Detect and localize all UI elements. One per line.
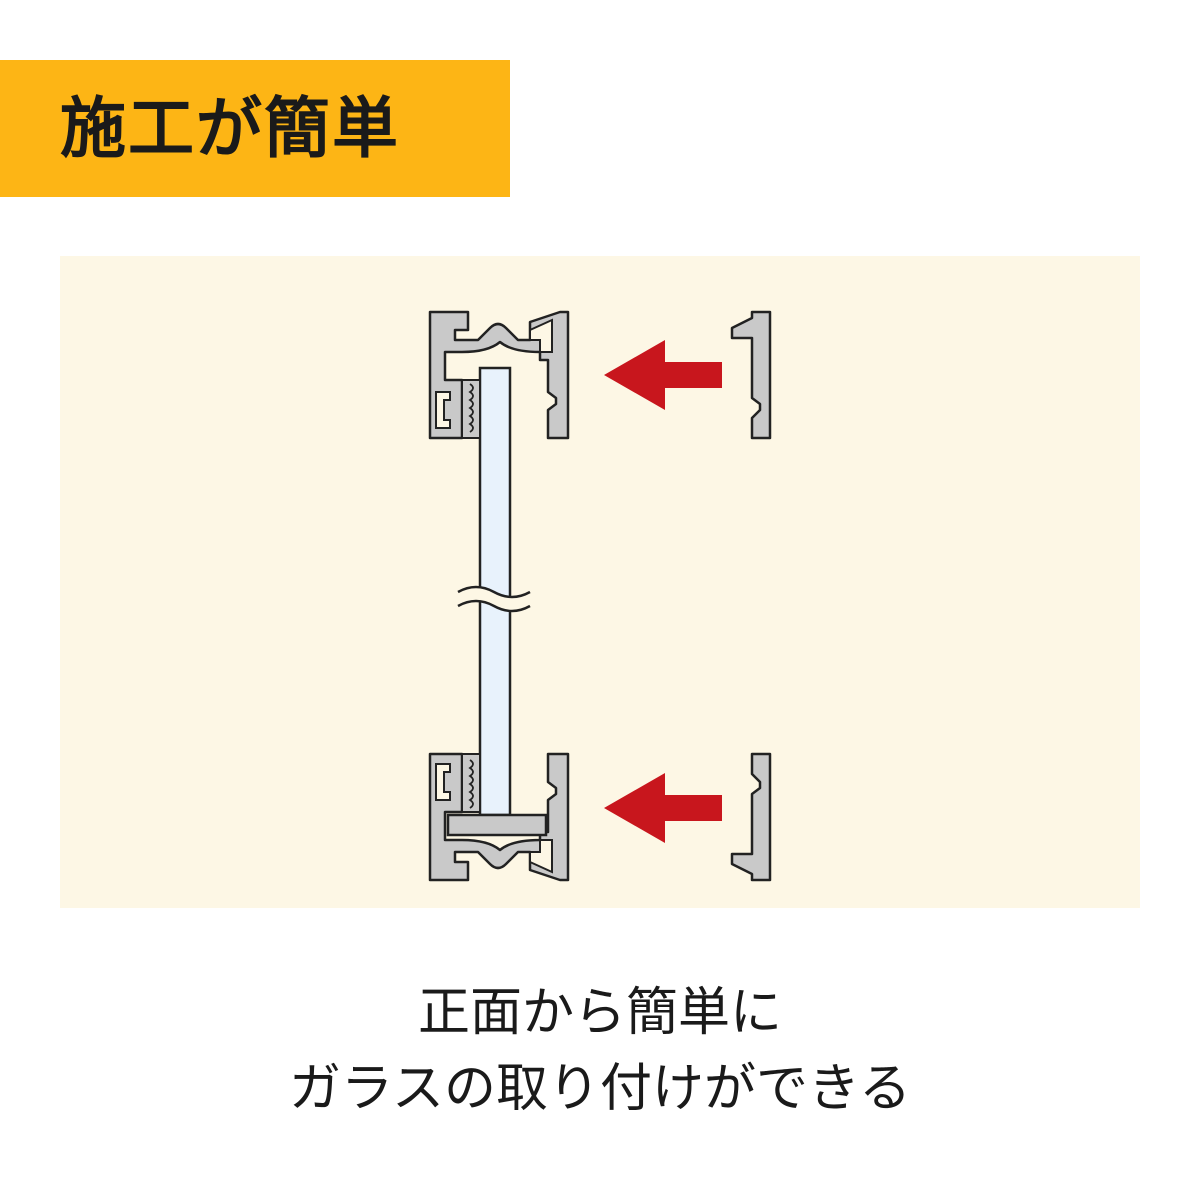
title-banner: 施工が簡単 <box>0 60 510 197</box>
arrow-left-icon <box>604 340 722 410</box>
caption-line-2: ガラスの取り付けができる <box>289 1059 911 1119</box>
glass-pane <box>478 366 512 817</box>
setting-block <box>446 813 548 837</box>
diagram-panel <box>60 256 1140 908</box>
page-title: 施工が簡単 <box>60 90 400 167</box>
caption-line-1: 正面から簡単に <box>417 983 782 1043</box>
arrow-left-icon <box>604 773 722 843</box>
break-mark <box>458 587 530 611</box>
